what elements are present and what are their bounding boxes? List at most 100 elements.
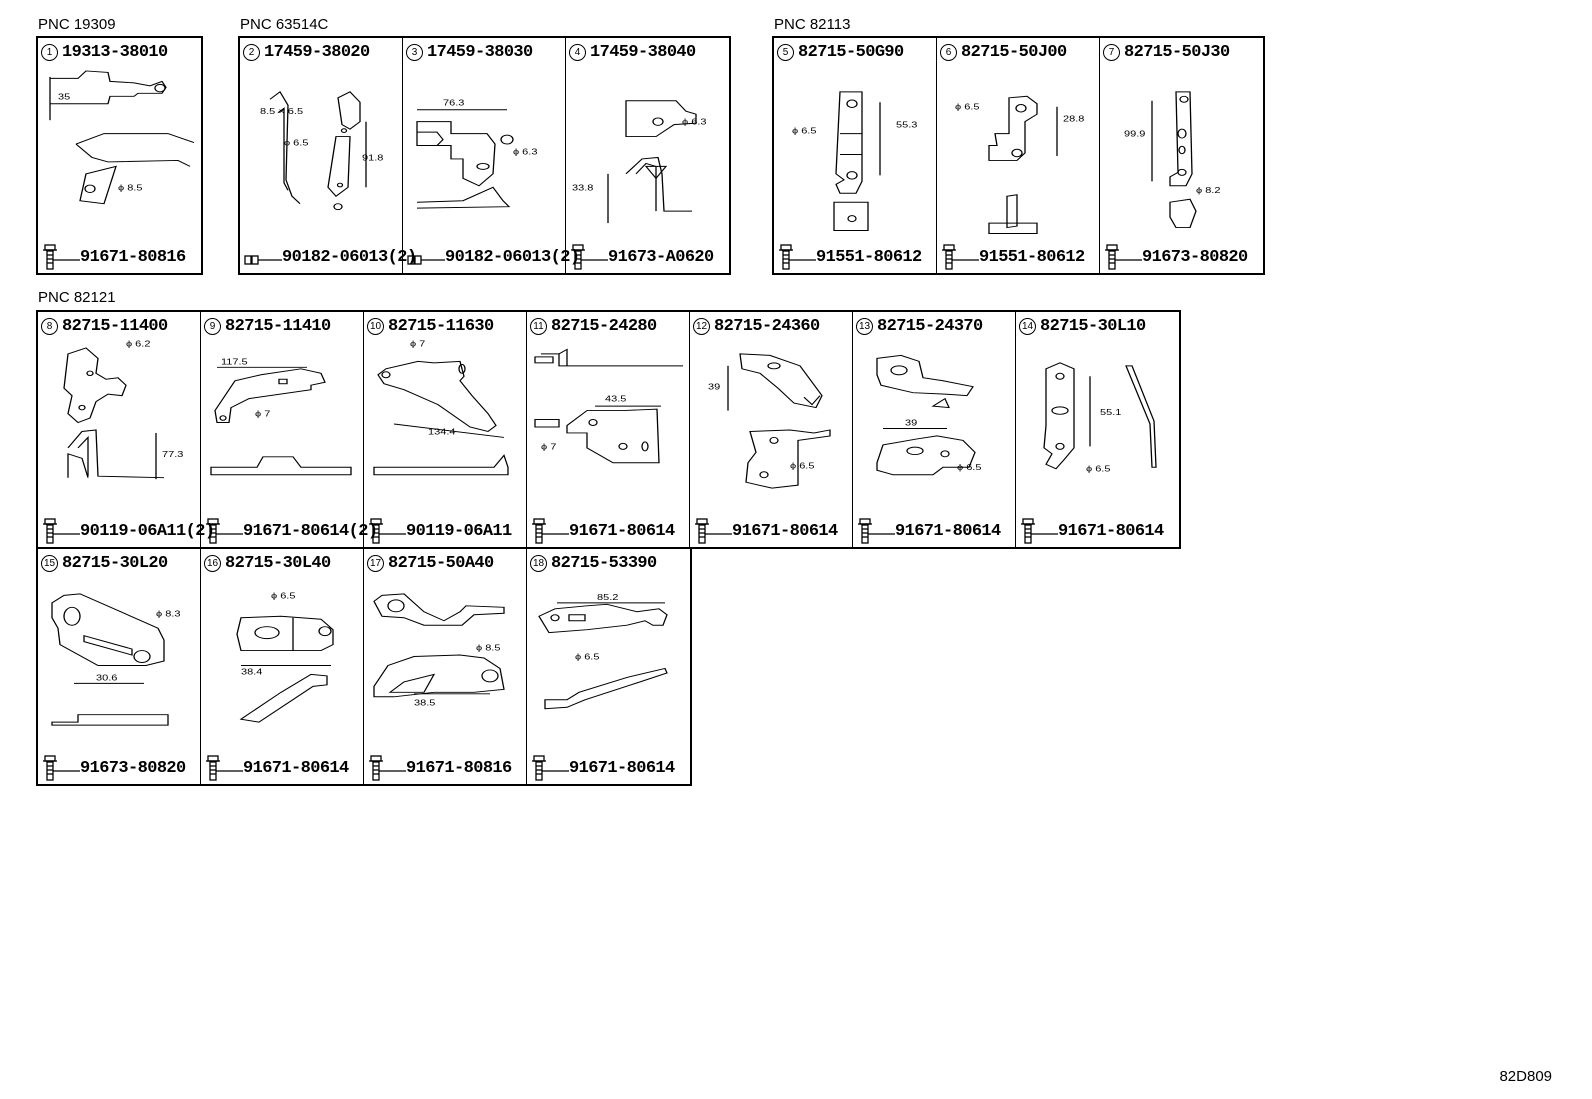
fastener-part-number: 91671-80614 (1058, 521, 1164, 541)
dimension-label: ϕ 8.2 (1196, 186, 1220, 195)
fastener-part-number: 90182-06013(2) (445, 247, 580, 267)
callout-number: 6 (940, 44, 957, 61)
bolt-icon (369, 518, 406, 544)
part-drawing: 117.5ϕ 7 (210, 358, 352, 476)
fastener-row: 91551-80612 (941, 244, 1085, 270)
dimension-label: 39 (708, 383, 720, 392)
dimension-label: ϕ 6.5 (790, 462, 814, 471)
part-number: 82715-11410 (225, 317, 331, 336)
dimension-label: ϕ 7 (410, 340, 425, 349)
callout-number: 8 (41, 318, 58, 335)
part-number: 82715-11400 (62, 317, 168, 336)
bolt-icon (695, 518, 732, 544)
dimension-label: 30.6 (96, 674, 117, 683)
dimension-label: ϕ 6.2 (126, 340, 150, 349)
dimension-label: 91.8 (362, 154, 383, 163)
part-number: 82715-50G90 (798, 43, 904, 62)
dimension-label: ϕ 6.5 (1086, 465, 1110, 474)
fastener-part-number: 91671-80816 (406, 758, 512, 778)
fastener-row: 90119-06A11 (368, 518, 512, 544)
stud-icon (407, 255, 445, 265)
fastener-row: 91551-80612 (778, 244, 922, 270)
callout-number: 16 (204, 555, 221, 572)
part-drawing: 35 ϕ 8.5 (49, 70, 195, 205)
dimension-label: ϕ 8.5 (118, 184, 142, 193)
callout-number: 5 (777, 44, 794, 61)
dimension-label: ϕ 6.5 (284, 139, 308, 148)
pnc-label-19309: PNC 19309 (38, 16, 116, 33)
fastener-part-number: 91673-80820 (80, 758, 186, 778)
bolt-icon (43, 755, 80, 781)
part-drawing: ϕ 6.277.3 (63, 340, 183, 480)
fastener-row: 90182-06013(2) (244, 244, 417, 270)
callout-number: 13 (856, 318, 873, 335)
fastener-part-number: 91551-80612 (979, 247, 1085, 267)
part-drawing: 76.3ϕ 6.3 (416, 98, 537, 209)
callout-number: 11 (530, 318, 547, 335)
fastener-part-number: 90119-06A11 (406, 521, 512, 541)
bolt-icon (942, 244, 979, 270)
stud-icon (244, 255, 282, 265)
callout-number: 10 (367, 318, 384, 335)
part-drawing: ϕ 6.5 38.4 (236, 592, 334, 723)
part-drawing: 85.2 ϕ 6.5 (538, 593, 668, 710)
part-drawing: 99.9 ϕ 8.2 (1124, 91, 1220, 229)
dimension-label: ϕ 6.5 (271, 592, 295, 601)
fastener-part-number: 91671-80614(2) (243, 521, 378, 541)
fastener-row: 91671-80816 (42, 244, 186, 270)
fastener-row: 90182-06013(2) (407, 244, 580, 270)
part-drawing: 43.5ϕ 7 (534, 348, 683, 464)
fastener-row: 91671-80614 (531, 518, 675, 544)
bolt-icon (1021, 518, 1058, 544)
fastener-row: 91673-A0620 (570, 244, 714, 270)
dimension-label: ϕ 6.5 (792, 127, 816, 136)
callout-number: 3 (406, 44, 423, 61)
bolt-icon (369, 755, 406, 781)
fastener-part-number: 90182-06013(2) (282, 247, 417, 267)
dimension-label: ϕ 7 (541, 443, 556, 452)
part-number: 82715-50J00 (961, 43, 1067, 62)
fastener-row: 91671-80614 (531, 755, 675, 781)
callout-number: 7 (1103, 44, 1120, 61)
part-drawing: 55.1ϕ 6.5 (1043, 362, 1157, 474)
dimension-label: ϕ 6.5 (955, 103, 979, 112)
part-drawing: ϕ 6.528.8 (955, 95, 1084, 235)
part-number: 82715-30L40 (225, 554, 331, 573)
part-number: 19313-38010 (62, 43, 168, 62)
fastener-part-number: 91671-80614 (569, 521, 675, 541)
dimension-label: 38.4 (241, 668, 263, 677)
dimension-label: 99.9 (1124, 130, 1145, 139)
callout-number: 9 (204, 318, 221, 335)
dimension-label: ϕ 6.5 (575, 653, 599, 662)
part-number: 82715-30L20 (62, 554, 168, 573)
callout-number: 4 (569, 44, 586, 61)
fastener-row: 91671-80614(2) (205, 518, 378, 544)
bolt-icon (858, 518, 895, 544)
fastener-part-number: 91671-80614 (732, 521, 838, 541)
fastener-part-number: 91673-A0620 (608, 247, 714, 267)
fastener-part-number: 91673-80820 (1142, 247, 1248, 267)
dimension-label: 35 (58, 93, 70, 102)
dimension-label: 55.3 (896, 121, 917, 130)
part-drawing: ϕ 8.538.5 (373, 593, 505, 708)
part-number: 17459-38020 (264, 43, 370, 62)
dimension-label: 85.2 (597, 593, 618, 602)
fastener-row: 91671-80614 (857, 518, 1001, 544)
